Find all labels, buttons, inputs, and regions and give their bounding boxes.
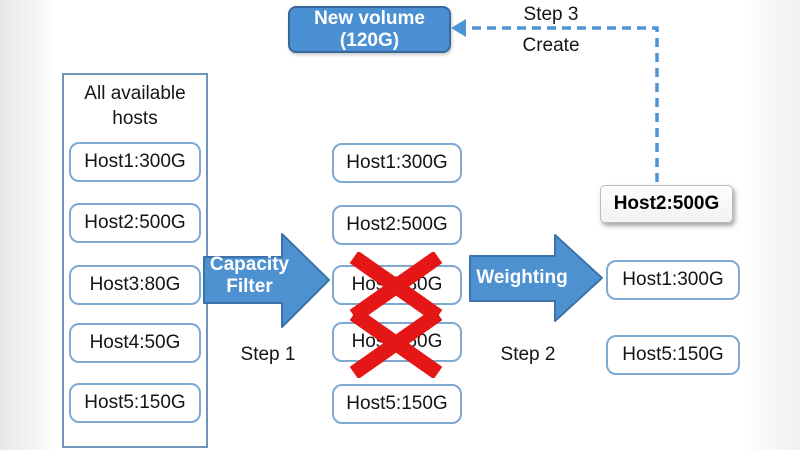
host-box: Host3:80G (69, 265, 201, 305)
right-edge-vignette (743, 0, 800, 450)
host-box: Host1:300G (606, 260, 740, 300)
host-box: Host5:150G (332, 384, 462, 424)
step3-label: Step 3 (523, 4, 579, 25)
new-volume-label-line1: New volume (314, 7, 425, 29)
new-volume-label-line2: (120G) (339, 29, 400, 51)
host-box: Host3:80G (332, 252, 462, 321)
host-box: Host5:150G (606, 335, 740, 375)
create-connector (451, 19, 659, 182)
host-box: Host2:500G (69, 203, 201, 243)
host-box: Host2:500G (332, 205, 462, 245)
step2-label: Step 2 (500, 344, 556, 365)
host-box: Host4:50G (69, 323, 201, 363)
host-label: Host3:80G (351, 274, 443, 295)
available-hosts-panel: All available hosts Host1:300G Host2:500… (62, 73, 208, 448)
create-label: Create (522, 35, 580, 56)
left-edge-vignette (0, 0, 57, 450)
host-box: Host4:50G (332, 309, 462, 378)
host-box: Host5:150G (69, 383, 201, 423)
host-label: Host4:50G (351, 331, 443, 352)
available-hosts-title: All available hosts (84, 83, 186, 129)
selected-host-box: Host2:500G (600, 185, 733, 223)
host-box: Host1:300G (332, 143, 462, 183)
new-volume-box: New volume (120G) (288, 6, 451, 53)
host-box: Host1:300G (69, 142, 201, 182)
connector-arrowhead-icon (451, 19, 466, 37)
weighting-arrow-icon (469, 234, 603, 322)
capacity-filter-arrow-icon (203, 233, 330, 328)
weighting-label: Weighting (476, 267, 568, 288)
step1-label: Step 1 (240, 344, 296, 365)
capacity-filter-label: Capacity Filter (209, 254, 290, 297)
